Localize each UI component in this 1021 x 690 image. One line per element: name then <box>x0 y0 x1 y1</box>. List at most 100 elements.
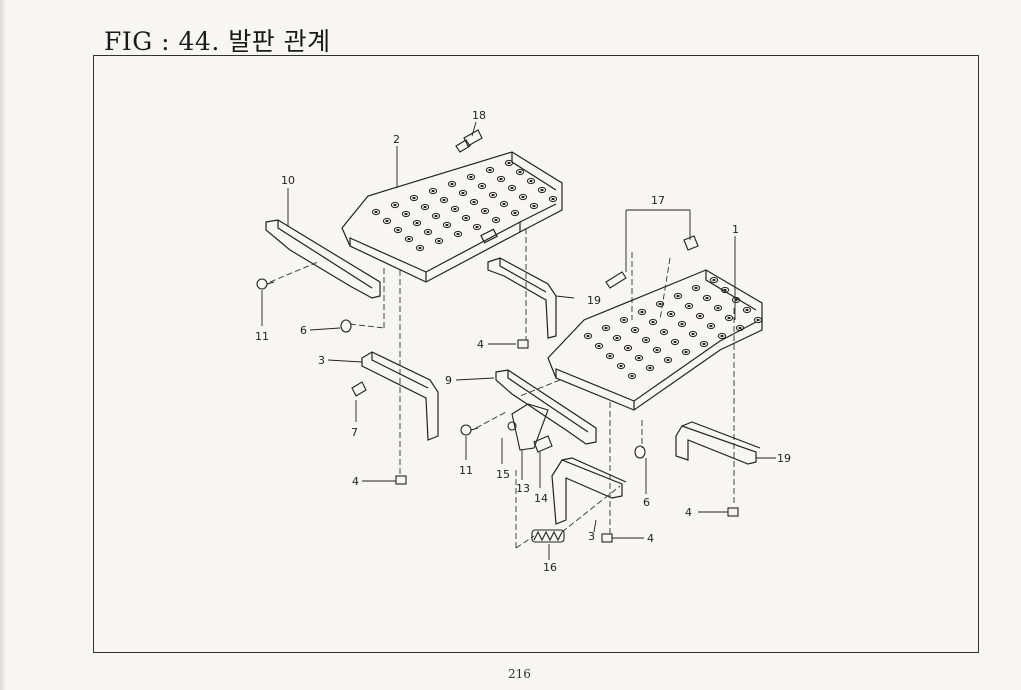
plate-hole <box>485 166 495 174</box>
plate-hole <box>458 189 468 197</box>
plate-hole <box>753 316 763 324</box>
callout-4-upper: 4 <box>477 338 484 351</box>
plate-hole <box>404 235 414 243</box>
plate-hole <box>390 201 400 209</box>
plate-hole <box>619 316 629 324</box>
footrest-plate-left <box>341 151 563 283</box>
plate-hole <box>612 334 622 342</box>
plate-hole <box>442 221 452 229</box>
plate-hole <box>371 208 381 216</box>
plate-hole <box>423 228 433 236</box>
callout-4-bottom: 4 <box>647 532 654 545</box>
callout-10: 10 <box>281 174 295 187</box>
plate-hole <box>401 210 411 218</box>
callout-18: 18 <box>472 109 486 122</box>
plate-hole <box>594 342 604 350</box>
plate-holes-left <box>371 159 558 252</box>
plate-hole <box>439 196 449 204</box>
plate-hole <box>583 332 593 340</box>
plate-hole <box>537 186 547 194</box>
plate-hole <box>601 324 611 332</box>
plate-hole <box>472 223 482 231</box>
plate-hole <box>491 216 501 224</box>
leader-lines <box>261 121 776 560</box>
callout-17: 17 <box>651 194 665 207</box>
l-bracket-19-upper <box>487 257 557 339</box>
figure-frame <box>93 55 979 653</box>
callout-3-left: 3 <box>318 354 325 367</box>
plate-hole <box>415 244 425 252</box>
plate-hole <box>447 180 457 188</box>
plate-hole <box>659 328 669 336</box>
assembly-guide-lines <box>269 228 735 549</box>
plate-hole <box>706 322 716 330</box>
plate-hole <box>713 304 723 312</box>
callout-6-left: 6 <box>300 324 307 337</box>
plate-hole <box>641 336 651 344</box>
plate-hole <box>724 314 734 322</box>
callout-4-lower-right: 4 <box>685 506 692 519</box>
plate-hole <box>670 338 680 346</box>
plate-hole <box>466 173 476 181</box>
plate-hole <box>518 193 528 201</box>
plate-hole <box>645 364 655 372</box>
callout-4-left: 4 <box>352 475 359 488</box>
plate-hole <box>480 207 490 215</box>
plate-hole <box>461 214 471 222</box>
plate-hole <box>477 182 487 190</box>
plate-hole <box>450 205 460 213</box>
rail-bracket-10 <box>265 219 381 299</box>
plate-hole <box>510 209 520 217</box>
callout-labels: 18 2 10 17 1 11 6 19 4 3 9 7 11 15 13 14… <box>255 109 791 574</box>
callout-11-left: 11 <box>255 330 269 343</box>
plate-hole <box>742 306 752 314</box>
plate-hole <box>488 191 498 199</box>
u-bracket-19-lower <box>675 421 761 465</box>
plate-hole <box>469 198 479 206</box>
footrest-plate-right <box>547 269 763 411</box>
callout-14: 14 <box>534 492 548 505</box>
plate-hole <box>428 187 438 195</box>
plate-hole <box>393 226 403 234</box>
callout-19-lower: 19 <box>777 452 791 465</box>
plate-hole <box>623 344 633 352</box>
plate-hole <box>529 202 539 210</box>
plate-hole <box>688 330 698 338</box>
plate-hole <box>673 292 683 300</box>
plate-hole <box>382 217 392 225</box>
plate-hole <box>652 346 662 354</box>
plate-hole <box>702 294 712 302</box>
l-bracket-3-left <box>361 351 439 441</box>
plate-hole <box>496 175 506 183</box>
u-bracket-3-right <box>551 457 627 525</box>
plate-hole <box>434 237 444 245</box>
plate-hole <box>627 372 637 380</box>
plate-hole <box>699 340 709 348</box>
plate-hole <box>515 168 525 176</box>
plate-hole <box>695 312 705 320</box>
plate-hole <box>420 203 430 211</box>
callout-16: 16 <box>543 561 557 574</box>
callout-7: 7 <box>351 426 358 439</box>
plate-hole <box>504 159 514 167</box>
plate-hole <box>717 332 727 340</box>
page-number: 216 <box>508 667 531 681</box>
plate-hole <box>677 320 687 328</box>
plate-hole <box>637 308 647 316</box>
plate-hole <box>507 184 517 192</box>
callout-6-right: 6 <box>643 496 650 509</box>
plate-hole <box>409 194 419 202</box>
plate-hole <box>666 310 676 318</box>
plate-hole <box>709 276 719 284</box>
plate-hole <box>663 356 673 364</box>
plate-hole <box>548 195 558 203</box>
plate-hole <box>684 302 694 310</box>
callout-19-upper: 19 <box>587 294 601 307</box>
plate-hole <box>412 219 422 227</box>
plate-hole <box>431 212 441 220</box>
page-title: FIG : 44. 발판 관계 <box>104 27 331 56</box>
callout-3-right: 3 <box>588 530 595 543</box>
callout-1: 1 <box>732 223 739 236</box>
callout-13: 13 <box>516 482 530 495</box>
